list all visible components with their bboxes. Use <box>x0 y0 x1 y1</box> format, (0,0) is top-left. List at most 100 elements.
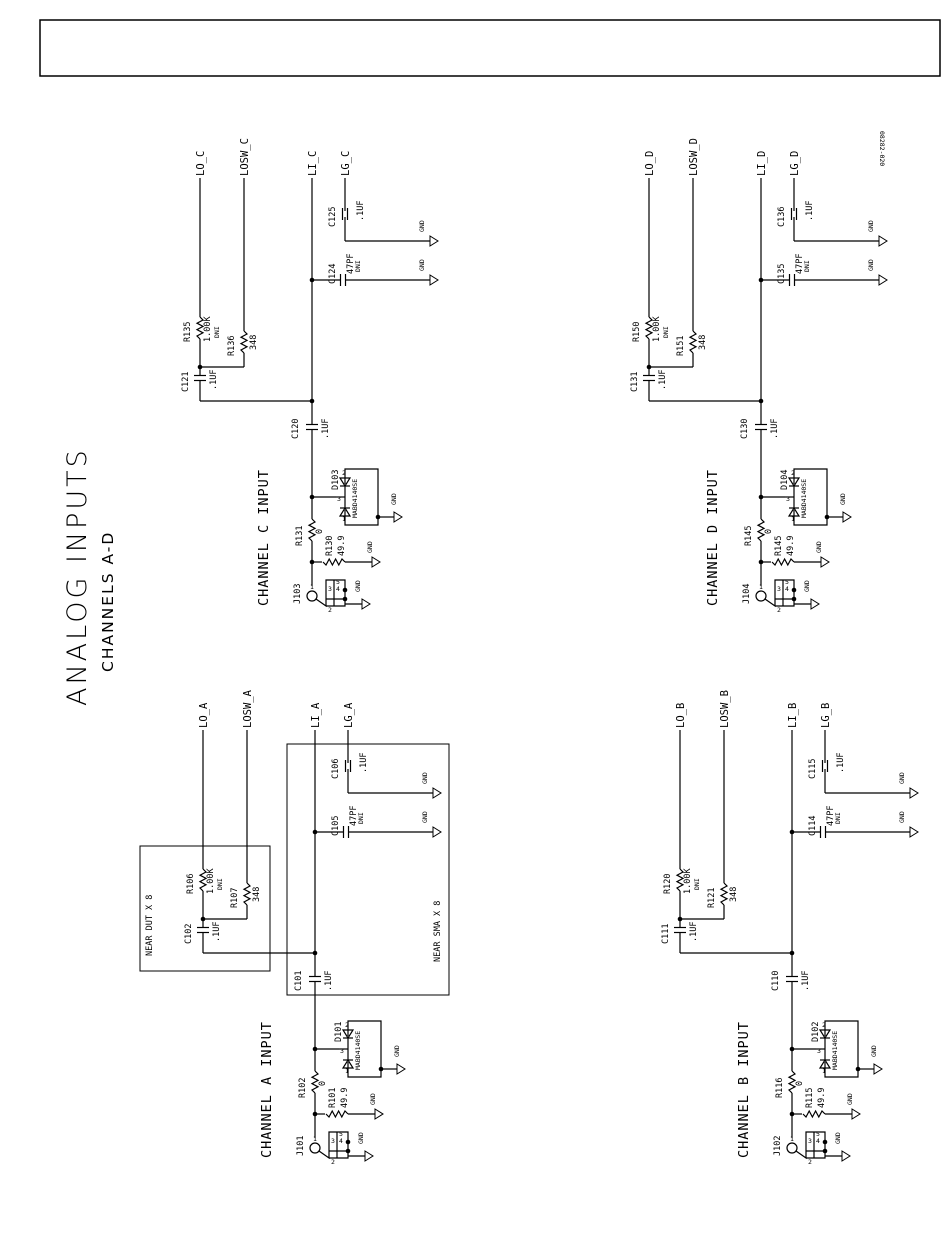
diode-part: MABD4140SE <box>831 1031 839 1070</box>
r-shunt-ref: R130 <box>325 536 335 556</box>
gnd-label: GND <box>898 811 906 823</box>
r-series-ref: R102 <box>298 1078 308 1098</box>
c-lg-ref: C136 <box>777 207 787 227</box>
r-lo <box>198 868 208 892</box>
r-losw-ref: R107 <box>230 888 240 908</box>
pin-3: 3 <box>328 585 332 593</box>
ground-symbol <box>873 1063 883 1075</box>
c-lg-value: .1UF <box>356 201 366 221</box>
junction-dot <box>342 587 348 593</box>
net-label-lo: LO_B <box>675 703 687 728</box>
r-losw-ref: R136 <box>227 336 237 356</box>
junction-dot <box>791 587 797 593</box>
r-series <box>787 1070 797 1094</box>
junction-dot <box>342 596 348 602</box>
c-couple-ref: C130 <box>740 419 750 439</box>
ground-symbol <box>361 598 371 610</box>
r-lo-ref: R120 <box>663 874 673 894</box>
gnd-label: GND <box>803 580 811 592</box>
r-series-value: 0 <box>764 529 774 534</box>
pin-2: 2 <box>328 606 332 614</box>
pin-2: 2 <box>808 1158 812 1166</box>
gnd-label: GND <box>898 772 906 784</box>
r-losw-ref: R151 <box>676 336 686 356</box>
r-series <box>307 518 317 542</box>
r-losw-value: 348 <box>252 887 262 902</box>
c-li-dni: DNI <box>834 812 842 824</box>
net-label-lo: LO_D <box>644 151 656 176</box>
r-losw <box>719 882 729 906</box>
r-lo <box>675 868 685 892</box>
c-li-ref: C124 <box>328 264 338 284</box>
net-label-losw: LOSW_C <box>239 138 251 176</box>
ground-symbol <box>374 1108 384 1120</box>
net-label-losw: LOSW_A <box>242 689 254 728</box>
r-series <box>756 518 766 542</box>
r-lo-dni: DNI <box>693 878 701 890</box>
c-lg-value: .1UF <box>359 753 369 773</box>
sma-connector-icon <box>306 590 318 602</box>
junction-dot <box>822 1139 828 1145</box>
near-sma-box <box>286 743 450 996</box>
pin-5: 5 <box>339 1130 343 1138</box>
junction-dot <box>791 596 797 602</box>
r-shunt <box>325 1109 349 1119</box>
gnd-label: GND <box>834 1132 842 1144</box>
c-li-value: 47PF <box>826 806 836 826</box>
connector-body <box>764 579 795 608</box>
net-label-lg: LG_C <box>340 151 352 176</box>
r-series <box>310 1070 320 1094</box>
pin-1: 1 <box>790 1135 794 1143</box>
diode-upper <box>818 1029 832 1040</box>
near-sma-label: NEAR SMA X 8 <box>433 901 443 962</box>
net-label-lg: LG_A <box>343 702 355 728</box>
r-shunt-ref: R101 <box>328 1088 338 1108</box>
diode-upper <box>787 477 801 488</box>
connector-ref: J104 <box>742 584 752 604</box>
diode-part: MABD4140SE <box>354 1031 362 1070</box>
near-dut-label: NEAR DUT X 8 <box>145 895 155 956</box>
r-lo-dni: DNI <box>662 326 670 338</box>
sma-connector-icon <box>309 1142 321 1154</box>
gnd-label: GND <box>369 1093 377 1105</box>
r-shunt-value: 49.9 <box>817 1088 827 1108</box>
pin-2: 2 <box>777 606 781 614</box>
gnd-label: GND <box>421 811 429 823</box>
connector-body <box>795 1131 826 1160</box>
r-lo-value: 1.00K <box>652 316 662 342</box>
net-label-li: LI_C <box>307 151 319 176</box>
diode-part: MABD4140SE <box>800 479 808 518</box>
r-series-ref: R116 <box>775 1078 785 1098</box>
net-label-losw: LOSW_D <box>688 138 700 176</box>
ground-symbol <box>851 1108 861 1120</box>
r-series-value: 0 <box>315 529 325 534</box>
diode-lower <box>818 1058 832 1069</box>
diode-package-outline <box>793 468 828 526</box>
sma-connector-icon <box>786 1142 798 1154</box>
r-shunt-value: 49.9 <box>337 536 347 556</box>
c-li-value: 47PF <box>349 806 359 826</box>
connector-ref: J103 <box>293 584 303 604</box>
pin-3: 3 <box>808 1137 812 1145</box>
pin-3: 3 <box>786 495 790 503</box>
gnd-label: GND <box>815 541 823 553</box>
ground-symbol <box>820 556 830 568</box>
c-lo-value: .1UF <box>658 370 668 390</box>
ground-symbol <box>396 1063 406 1075</box>
r-series-value: 0 <box>318 1081 328 1086</box>
r-lo-value: 1.00K <box>203 316 213 342</box>
pin-1: 1 <box>791 515 795 523</box>
gnd-label: GND <box>421 772 429 784</box>
diode-upper <box>338 477 352 488</box>
net-label-li: LI_D <box>756 151 768 176</box>
pin-4: 4 <box>785 585 789 593</box>
c-couple-value: .1UF <box>801 971 811 991</box>
c-li-dni: DNI <box>803 260 811 272</box>
ground-symbol <box>432 787 442 799</box>
net-label-li: LI_B <box>787 703 799 728</box>
ground-symbol <box>878 235 888 247</box>
pin-5: 5 <box>785 578 789 586</box>
ground-symbol <box>909 826 919 838</box>
